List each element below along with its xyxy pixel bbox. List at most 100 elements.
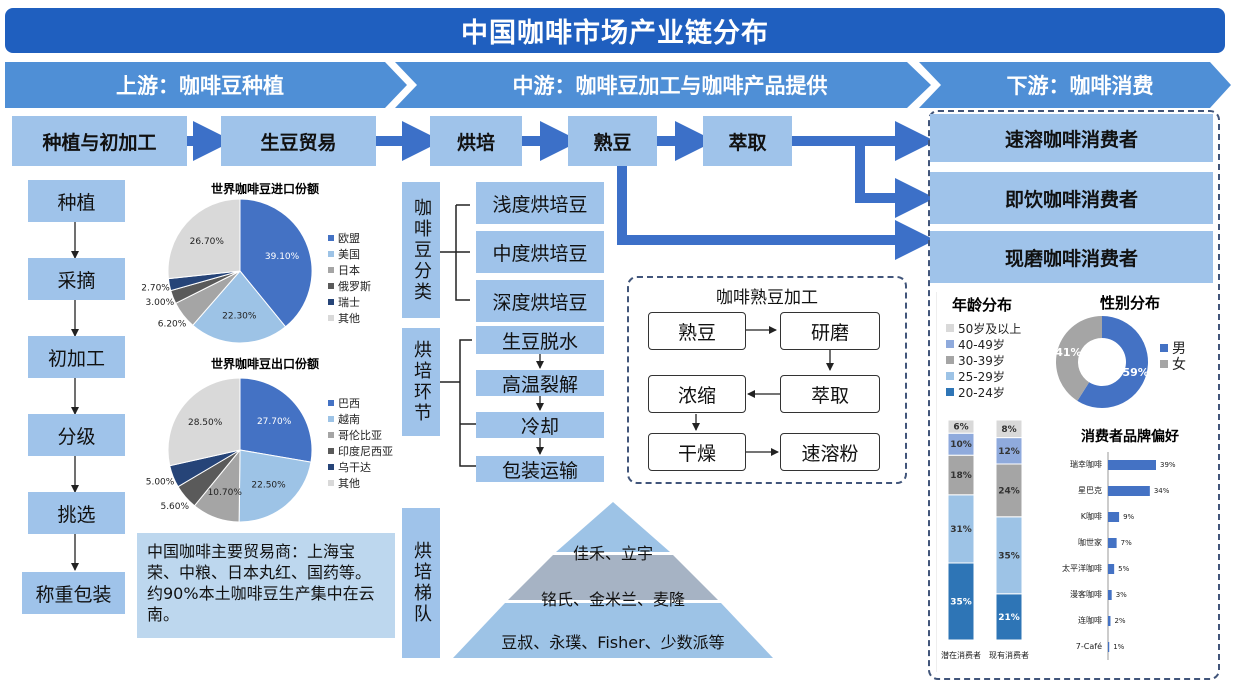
brand-name: 瑞幸咖啡 <box>1070 459 1102 469</box>
legend-swatch <box>328 416 334 422</box>
gender-legend: 男 女 <box>1160 340 1186 373</box>
age-bar-segment <box>995 593 1023 641</box>
roast-tier-pyramid <box>453 502 773 658</box>
legend-swatch <box>328 251 334 257</box>
age-bar-label: 12% <box>998 447 1020 457</box>
brand-bar <box>1108 564 1115 574</box>
planting-step-3: 初加工 <box>28 336 125 378</box>
export-pie-title: 世界咖啡豆出口份额 <box>210 357 319 371</box>
roast-step-dehydrate: 生豆脱水 <box>476 326 604 354</box>
age-legend-item: 40-49岁 <box>946 336 1046 352</box>
pie-data-label: 6.20% <box>158 320 187 330</box>
stage-midstream-shape <box>395 62 931 108</box>
legend-label: 越南 <box>338 412 360 426</box>
brand-value-label: 2% <box>1114 617 1125 625</box>
legend-swatch <box>328 283 334 289</box>
bean-class-dark: 深度烘培豆 <box>476 280 604 322</box>
process-panel <box>627 276 907 484</box>
downstream-panel <box>928 110 1220 680</box>
legend-label: 印度尼西亚 <box>338 444 393 458</box>
brand-name: 7-Café <box>1076 641 1102 651</box>
flow-box-planting: 种植与初加工 <box>12 116 187 166</box>
pie-slice <box>167 198 241 280</box>
legend-label: 乌干达 <box>338 460 371 474</box>
gender-slice <box>1056 316 1102 401</box>
legend-label: 瑞士 <box>338 295 360 309</box>
pie-data-label: 10.70% <box>208 488 243 498</box>
legend-label: 巴西 <box>338 397 360 410</box>
age-bar-label: 8% <box>1001 425 1016 435</box>
process-step-extract: 萃取 <box>780 375 880 413</box>
brand-bar <box>1108 460 1156 470</box>
brand-value-label: 5% <box>1118 565 1129 573</box>
brand-name: 咖世家 <box>1078 537 1102 547</box>
brand-bar <box>1108 486 1150 496</box>
planting-step-1: 种植 <box>28 180 125 222</box>
gender-slice <box>1077 316 1148 408</box>
planting-step-6: 称重包装 <box>22 572 125 614</box>
process-step-powder: 速溶粉 <box>780 433 880 471</box>
legend-label: 美国 <box>338 248 360 261</box>
tier-2-text: 铭氏、金米兰、麦隆 <box>540 590 685 609</box>
gender-legend-item: 男 <box>1160 340 1186 357</box>
age-bar-label: 6% <box>953 423 968 433</box>
gender-slice-label: 41% <box>1055 346 1081 359</box>
legend-swatch <box>328 267 334 273</box>
legend-swatch <box>328 432 334 438</box>
age-bar-segment <box>995 463 1023 518</box>
age-chart-title: 年龄分布 <box>951 296 1012 314</box>
pie-data-label: 5.00% <box>146 478 175 488</box>
legend-swatch <box>328 400 334 406</box>
roast-steps-label: 烘培环节 <box>402 328 440 436</box>
gender-chart-title: 性别分布 <box>1099 294 1160 312</box>
brand-value-label: 39% <box>1160 461 1176 469</box>
age-bar-label: 10% <box>950 440 972 450</box>
legend-label: 哥伦比亚 <box>338 428 382 442</box>
pie-data-label: 5.60% <box>160 502 189 512</box>
pie-data-label: 2.70% <box>141 283 170 293</box>
trader-note: 中国咖啡主要贸易商：上海宝荣、中粮、日本丸红、国药等。约90%本土咖啡豆生产集中… <box>137 533 395 638</box>
stage-midstream-label: 中游：咖啡豆加工与咖啡产品提供 <box>512 74 828 98</box>
age-bar-label: 31% <box>950 525 972 535</box>
age-bar-segment <box>995 419 1023 439</box>
roast-step-package: 包装运输 <box>476 456 604 482</box>
pie-data-label: 26.70% <box>190 237 225 247</box>
flow-box-extract: 萃取 <box>703 116 792 166</box>
age-bar-label: 35% <box>998 551 1020 561</box>
page-title: 中国咖啡市场产业链分布 <box>5 8 1225 53</box>
pie-data-label: 28.50% <box>188 418 223 428</box>
brand-name: 太平洋咖啡 <box>1062 563 1102 573</box>
tier-1-shape <box>556 502 670 552</box>
planting-step-5: 挑选 <box>28 492 125 534</box>
age-bar-label: 35% <box>950 598 972 608</box>
age-legend: 50岁及以上 40-49岁 30-39岁 25-29岁 20-24岁 <box>946 320 1046 400</box>
consumer-fresh: 现磨咖啡消费者 <box>930 231 1213 283</box>
pie-slice <box>238 449 312 523</box>
age-legend-item: 20-24岁 <box>946 384 1046 400</box>
bean-class-light: 浅度烘培豆 <box>476 182 604 224</box>
stage-downstream-label: 下游：咖啡消费 <box>1006 74 1154 98</box>
age-bar-segment <box>995 437 1023 465</box>
brand-bar <box>1108 642 1110 652</box>
import-pie-title: 世界咖啡豆进口份额 <box>210 182 319 196</box>
brand-name: 漫客咖啡 <box>1070 589 1102 599</box>
legend-swatch <box>328 464 334 470</box>
gender-slice-label: 59% <box>1122 366 1148 379</box>
legend-label: 日本 <box>338 263 360 277</box>
legend-label: 俄罗斯 <box>338 280 371 293</box>
pie-data-label: 39.10% <box>265 252 300 262</box>
flow-box-roasted-bean: 熟豆 <box>568 116 657 166</box>
roast-step-cool: 冷却 <box>476 412 604 438</box>
brand-name: 星巴克 <box>1078 486 1102 495</box>
age-bar-segment <box>947 562 975 641</box>
age-bar-category: 现有消费者 <box>989 650 1029 660</box>
brand-name: 连咖啡 <box>1078 615 1102 625</box>
pie-data-label: 22.30% <box>222 312 257 322</box>
roast-tier-label: 烘培梯队 <box>402 508 440 658</box>
pie-data-label: 3.00% <box>146 298 175 308</box>
gender-legend-item: 女 <box>1160 356 1186 373</box>
brand-value-label: 1% <box>1113 643 1124 651</box>
pie-slice <box>192 270 287 344</box>
